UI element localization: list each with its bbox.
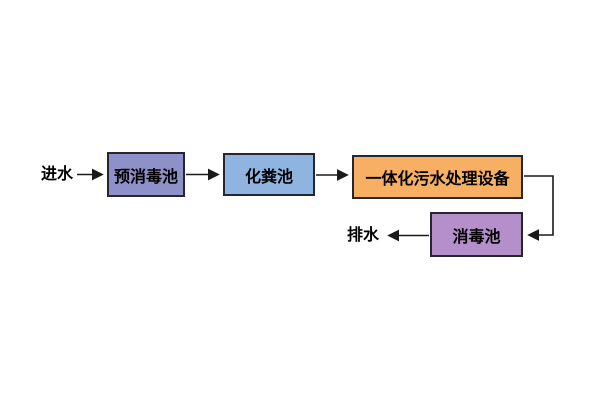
node-disinfection-tank-label: 消毒池 (452, 228, 501, 246)
node-disinfection-tank: 消毒池 (430, 212, 523, 257)
node-septic-tank: 化粪池 (223, 153, 315, 196)
inlet-label: 进水 (41, 166, 74, 183)
outlet-label: 排水 (347, 227, 380, 244)
node-integrated-sewage-treatment-equipment: 一体化污水处理设备 (352, 155, 523, 199)
connector-integrated-to-disinfection (524, 175, 554, 241)
node-integrated-sewage-treatment-equipment-label: 一体化污水处理设备 (365, 171, 510, 188)
node-septic-tank-label: 化粪池 (244, 168, 293, 186)
node-pre-disinfection-tank-label: 预消毒池 (113, 168, 178, 186)
node-pre-disinfection-tank: 预消毒池 (107, 152, 185, 197)
